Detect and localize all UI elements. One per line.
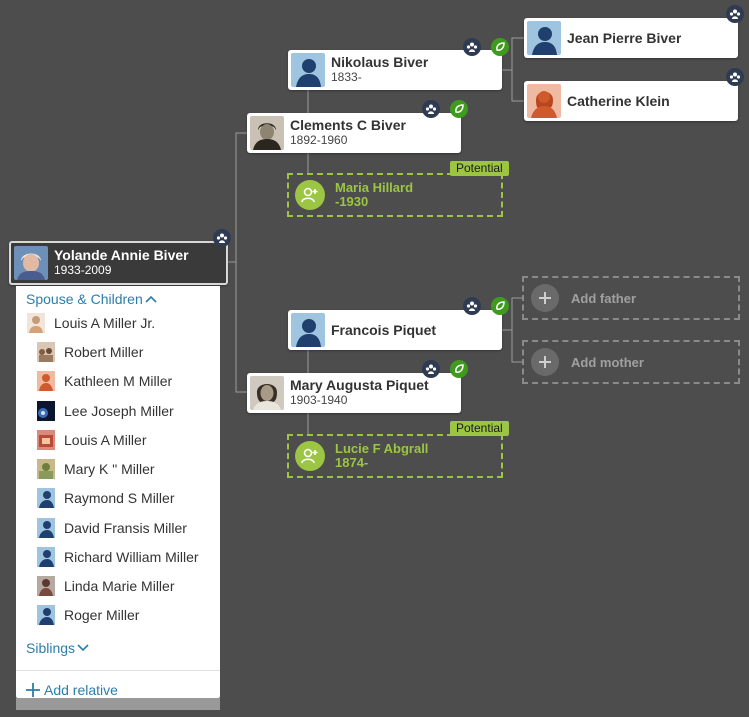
add-mother-slot[interactable]: Add mother bbox=[522, 340, 740, 384]
male-silhouette-icon bbox=[527, 21, 561, 55]
spouse-children-toggle[interactable]: Spouse & Children bbox=[26, 291, 157, 307]
family-panel: Spouse & Children Louis A Miller Jr. Rob… bbox=[16, 286, 220, 698]
add-father-label: Add father bbox=[571, 290, 636, 306]
person-photo bbox=[37, 371, 55, 391]
person-name: Mary Augusta Piquet bbox=[290, 378, 429, 393]
spouse-children-label: Spouse & Children bbox=[26, 291, 143, 307]
siblings-label: Siblings bbox=[26, 640, 76, 656]
person-name: Catherine Klein bbox=[567, 93, 670, 109]
child-item[interactable]: Mary K " Miller bbox=[37, 458, 155, 480]
child-name: Raymond S Miller bbox=[64, 490, 175, 506]
person-dates: 1833- bbox=[331, 70, 362, 84]
person-card-clements-biver[interactable]: Clements C Biver 1892-1960 bbox=[247, 113, 461, 153]
focus-person-card[interactable]: Yolande Annie Biver 1933-2009 bbox=[9, 241, 228, 285]
person-name: Clements C Biver bbox=[290, 118, 406, 133]
add-person-icon bbox=[295, 441, 325, 471]
chevron-down-icon bbox=[77, 644, 89, 652]
child-name: David Fransis Miller bbox=[64, 520, 187, 536]
person-card-jean-pierre-biver[interactable]: Jean Pierre Biver bbox=[524, 18, 738, 58]
family-group-icon[interactable] bbox=[213, 229, 231, 247]
female-silhouette-icon bbox=[527, 84, 561, 118]
person-photo bbox=[37, 576, 55, 596]
plus-icon bbox=[26, 683, 40, 697]
person-card-francois-piquet[interactable]: Francois Piquet bbox=[288, 310, 502, 350]
person-dates: 1892-1960 bbox=[290, 133, 348, 147]
child-item[interactable]: Richard William Miller bbox=[37, 546, 199, 568]
family-group-icon[interactable] bbox=[422, 100, 440, 118]
child-name: Robert Miller bbox=[64, 344, 144, 360]
chevron-up-icon bbox=[145, 295, 157, 303]
person-card-mary-augusta-piquet[interactable]: Mary Augusta Piquet 1903-1940 bbox=[247, 373, 461, 413]
plus-icon bbox=[531, 284, 559, 312]
potential-badge: Potential bbox=[450, 421, 509, 436]
spouse-name: Louis A Miller Jr. bbox=[54, 315, 156, 331]
male-silhouette-icon bbox=[37, 547, 55, 567]
person-photo bbox=[37, 430, 55, 450]
child-name: Louis A Miller bbox=[64, 432, 147, 448]
male-silhouette-icon bbox=[291, 313, 325, 347]
family-group-icon[interactable] bbox=[463, 38, 481, 56]
male-silhouette-icon bbox=[37, 605, 55, 625]
person-photo bbox=[37, 459, 55, 479]
child-name: Linda Marie Miller bbox=[64, 578, 175, 594]
person-name: Yolande Annie Biver bbox=[54, 248, 189, 263]
person-photo bbox=[37, 401, 55, 421]
child-item[interactable]: Louis A Miller bbox=[37, 429, 146, 451]
child-item[interactable]: Raymond S Miller bbox=[37, 487, 174, 509]
person-name: Francois Piquet bbox=[331, 322, 437, 338]
record-hint-leaf-icon[interactable] bbox=[491, 297, 509, 315]
potential-dates: -1930 bbox=[335, 194, 369, 209]
plus-icon bbox=[531, 348, 559, 376]
child-item[interactable]: David Fransis Miller bbox=[37, 517, 187, 539]
potential-name: Maria Hillard bbox=[335, 180, 414, 195]
panel-divider bbox=[16, 670, 220, 671]
potential-parent-maria-hillard[interactable]: Maria Hillard -1930 bbox=[287, 173, 503, 217]
child-name: Richard William Miller bbox=[64, 549, 199, 565]
add-relative-button[interactable]: Add relative bbox=[25, 682, 118, 698]
potential-badge: Potential bbox=[450, 161, 509, 176]
child-name: Mary K " Miller bbox=[64, 461, 155, 477]
person-dates: 1903-1940 bbox=[290, 393, 348, 407]
record-hint-leaf-icon[interactable] bbox=[491, 38, 509, 56]
child-name: Lee Joseph Miller bbox=[64, 403, 174, 419]
person-photo bbox=[250, 116, 284, 150]
child-item[interactable]: Linda Marie Miller bbox=[37, 575, 174, 597]
record-hint-leaf-icon[interactable] bbox=[450, 360, 468, 378]
male-silhouette-icon bbox=[37, 488, 55, 508]
child-item[interactable]: Lee Joseph Miller bbox=[37, 400, 174, 422]
potential-name: Lucie F Abgrall bbox=[335, 441, 429, 456]
potential-parent-lucie-abgrall[interactable]: Lucie F Abgrall 1874- bbox=[287, 434, 503, 478]
family-group-icon[interactable] bbox=[422, 360, 440, 378]
male-silhouette-icon bbox=[37, 518, 55, 538]
child-item[interactable]: Roger Miller bbox=[37, 604, 139, 626]
panel-scroll-footer bbox=[16, 698, 220, 710]
person-photo bbox=[27, 313, 45, 333]
person-photo bbox=[14, 246, 48, 280]
add-relative-label: Add relative bbox=[44, 682, 118, 698]
child-name: Kathleen M Miller bbox=[64, 373, 173, 389]
person-name: Nikolaus Biver bbox=[331, 55, 429, 70]
record-hint-leaf-icon[interactable] bbox=[450, 100, 468, 118]
person-photo bbox=[37, 342, 55, 362]
child-item[interactable]: Robert Miller bbox=[37, 341, 143, 363]
person-card-catherine-klein[interactable]: Catherine Klein bbox=[524, 81, 738, 121]
add-father-slot[interactable]: Add father bbox=[522, 276, 740, 320]
potential-dates: 1874- bbox=[335, 455, 369, 470]
person-photo bbox=[250, 376, 284, 410]
child-item[interactable]: Kathleen M Miller bbox=[37, 370, 172, 392]
family-group-icon[interactable] bbox=[726, 5, 744, 23]
child-name: Roger Miller bbox=[64, 607, 140, 623]
family-group-icon[interactable] bbox=[726, 68, 744, 86]
add-mother-label: Add mother bbox=[571, 354, 644, 370]
family-group-icon[interactable] bbox=[463, 297, 481, 315]
add-person-icon bbox=[295, 180, 325, 210]
spouse-item[interactable]: Louis A Miller Jr. bbox=[27, 312, 155, 334]
person-card-nikolaus-biver[interactable]: Nikolaus Biver 1833- bbox=[288, 50, 502, 90]
person-dates: 1933-2009 bbox=[54, 263, 112, 277]
male-silhouette-icon bbox=[291, 53, 325, 87]
siblings-toggle[interactable]: Siblings bbox=[26, 640, 89, 656]
person-name: Jean Pierre Biver bbox=[567, 30, 682, 46]
